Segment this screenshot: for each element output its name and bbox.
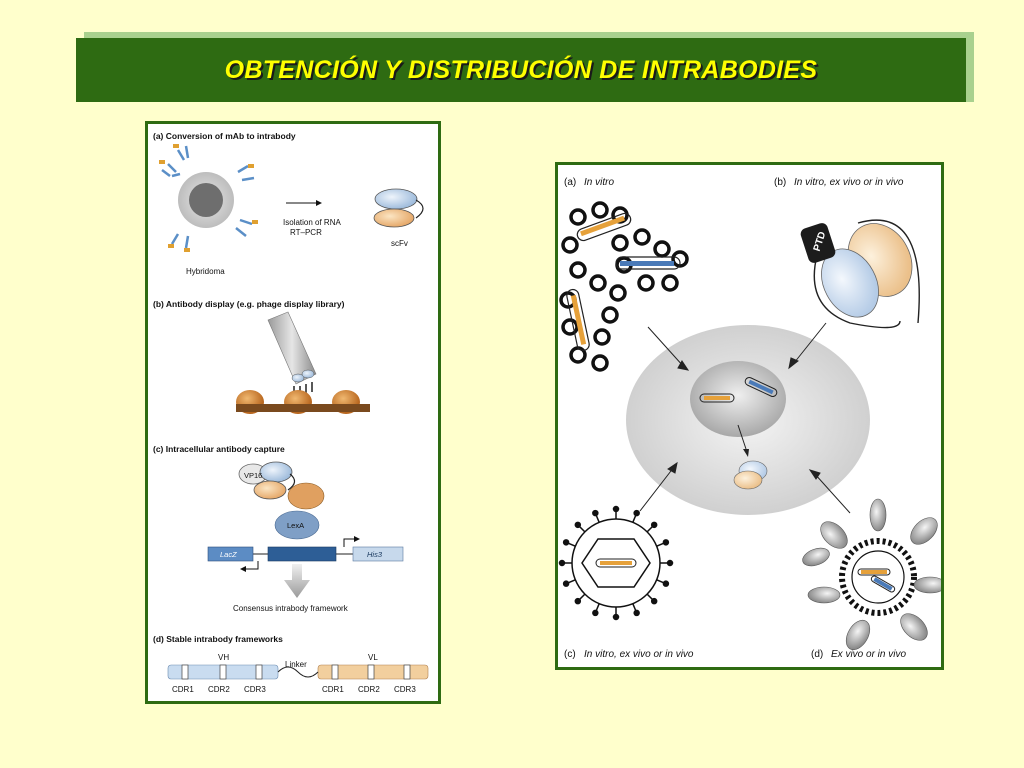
text-d: Ex vivo or in vivo (831, 649, 906, 660)
viral-vector (558, 505, 674, 621)
label-c: (c) (564, 649, 576, 660)
cdr-label: CDR1 (322, 685, 344, 694)
lexa-label: LexA (287, 521, 304, 530)
viral-spike-tip (662, 580, 670, 587)
cdr-label: CDR3 (394, 685, 416, 694)
left-figure-panel: (a) Conversion of mAb to intrabody Hybri… (145, 121, 441, 704)
text-a: In vitro (584, 177, 614, 188)
lacz-label: LacZ (220, 550, 237, 559)
heading-d: (d) Stable intrabody frameworks (153, 634, 283, 644)
isolation-line-1: Isolation of RNA (283, 218, 341, 227)
framework-label: Consensus intrabody framework (233, 604, 349, 613)
isolation-arrow (286, 200, 322, 206)
left-figure-svg: (a) Conversion of mAb to intrabody Hybri… (153, 131, 429, 694)
his3-label: His3 (367, 550, 383, 559)
label-d: (d) (811, 649, 823, 660)
scfv-label: scFv (391, 239, 408, 248)
label-a: (a) (564, 177, 576, 188)
vl-label: VL (368, 653, 378, 662)
viral-spike-tip (666, 559, 674, 567)
right-figure-panel: (a) In vitro (b) In vitro, ex vivo or in… (555, 162, 944, 670)
text-b: In vitro, ex vivo or in vivo (794, 177, 904, 188)
viral-spike-tip (650, 521, 658, 529)
intrabody-framework-illustration (167, 664, 429, 680)
linker-label: Linker (285, 660, 307, 669)
phage-display-illustration (236, 311, 370, 414)
heading-c: (c) Intracellular antibody capture (153, 444, 285, 454)
viral-spike-tip (612, 613, 620, 621)
hybridoma-label: Hybridoma (186, 267, 225, 276)
right-figure-svg: (a) In vitro (b) In vitro, ex vivo or in… (558, 177, 941, 660)
enveloped-vector (802, 498, 941, 651)
target-cell (626, 325, 870, 515)
delivery-arrows (639, 322, 851, 514)
heading-a: (a) Conversion of mAb to intrabody (153, 131, 296, 141)
hybridoma-cell (159, 144, 258, 252)
viral-spike-tip (650, 597, 658, 605)
cdr-label: CDR2 (208, 685, 230, 694)
viral-spike-tip (633, 609, 640, 617)
heading-b: (b) Antibody display (e.g. phage display… (153, 299, 345, 309)
title-bar: OBTENCIÓN Y DISTRIBUCIÓN DE INTRABODIES (76, 38, 966, 102)
viral-spike-tip (592, 509, 599, 517)
two-hybrid-illustration (207, 461, 404, 598)
isolation-line-2: RT–PCR (290, 228, 322, 237)
vp16-label: VP16 (244, 471, 262, 480)
viral-spike-tip (562, 539, 570, 546)
vh-label: VH (218, 653, 229, 662)
viral-spike-tip (592, 609, 599, 617)
cdr-label: CDR1 (172, 685, 194, 694)
viral-spike-tip (633, 509, 640, 517)
slide-title: OBTENCIÓN Y DISTRIBUCIÓN DE INTRABODIES (224, 55, 818, 84)
scfv-molecule (373, 188, 424, 228)
viral-spike-tip (558, 559, 566, 567)
viral-spike-tip (574, 597, 582, 605)
cdr-label: CDR2 (358, 685, 380, 694)
viral-spike-tip (662, 539, 670, 546)
label-b: (b) (774, 177, 786, 188)
ptd-scfv-molecule (800, 219, 920, 329)
viral-spike-tip (612, 505, 620, 513)
lipoplex-complexes (559, 201, 689, 372)
viral-spike-tip (574, 521, 582, 529)
text-c: In vitro, ex vivo or in vivo (584, 649, 694, 660)
viral-spike-tip (562, 580, 570, 587)
cdr-label: CDR3 (244, 685, 266, 694)
